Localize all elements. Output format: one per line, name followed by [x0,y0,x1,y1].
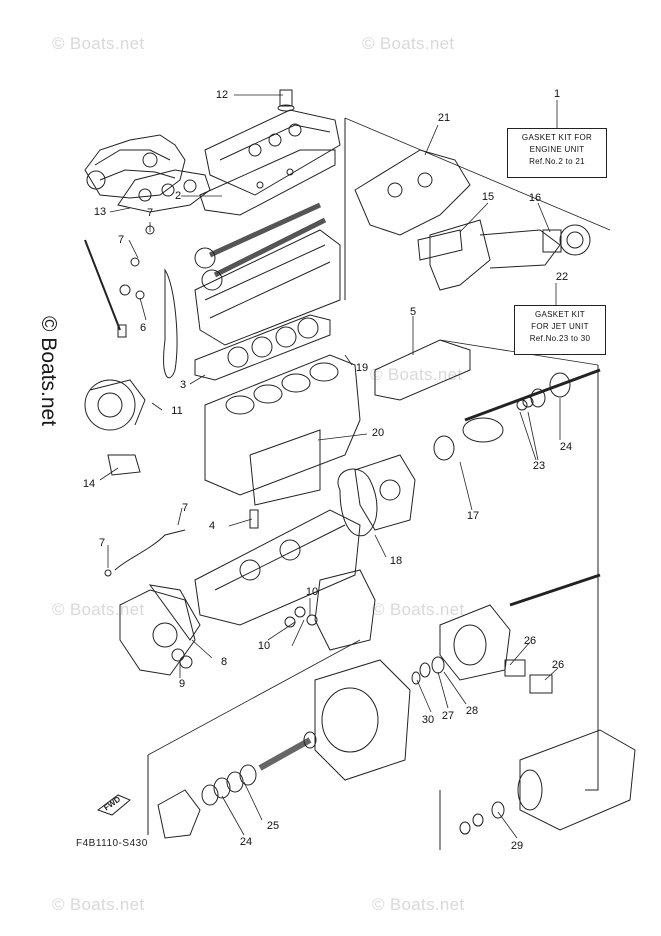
kit-line: GASKET KIT [535,310,585,319]
callout-26: 26 [551,659,565,671]
watermark: © Boats.net [372,600,465,619]
callout-2: 2 [174,190,182,202]
kit-line: GASKET KIT FOR [521,133,593,142]
callout-7: 7 [146,207,154,219]
watermark: © Boats.net [372,895,465,914]
callout-12: 12 [215,89,229,101]
callout-25: 25 [266,820,280,832]
callout-5: 5 [409,306,417,318]
callout-24: 24 [239,836,253,848]
callout-15: 15 [481,191,495,203]
kit-line: Ref.No.2 to 21 [529,157,585,166]
callout-7: 7 [98,537,106,549]
callout-7: 7 [181,502,189,514]
jet-gasket-kit-box: GASKET KIT FOR JET UNIT Ref.No.23 to 30 [514,305,606,355]
callout-9: 9 [178,678,186,690]
callout-1: 1 [553,88,561,100]
callout-24: 24 [559,441,573,453]
callout-30: 30 [421,714,435,726]
callout-19: 19 [355,362,369,374]
diagram-code: F4B1110-S430 [76,838,148,849]
callout-4: 4 [208,520,216,532]
callout-28: 28 [465,705,479,717]
watermark: © Boats.net [52,895,145,914]
callout-6: 6 [139,322,147,334]
callout-29: 29 [510,840,524,852]
callout-16: 16 [528,192,542,204]
callout-20: 20 [371,427,385,439]
callout-3: 3 [179,379,187,391]
callout-8: 8 [220,656,228,668]
callout-17: 17 [466,510,480,522]
callout-26: 26 [523,635,537,647]
callout-22: 22 [555,271,569,283]
kit-line: Ref.No.23 to 30 [529,334,591,343]
callout-27: 27 [441,710,455,722]
kit-line: ENGINE UNIT [529,145,585,154]
callout-14: 14 [82,478,96,490]
callout-10: 10 [257,640,271,652]
watermark: © Boats.net [362,34,455,53]
watermark: © Boats.net [52,34,145,53]
engine-gasket-kit-box: GASKET KIT FOR ENGINE UNIT Ref.No.2 to 2… [507,128,607,178]
callout-11: 11 [171,405,183,417]
callout-7: 7 [117,234,125,246]
callout-18: 18 [389,555,403,567]
callout-10: 10 [305,586,319,598]
kit-line: FOR JET UNIT [531,322,589,331]
watermark: © Boats.net [370,365,463,384]
callout-23: 23 [532,460,546,472]
callout-21: 21 [437,112,451,124]
callout-13: 13 [93,206,107,218]
